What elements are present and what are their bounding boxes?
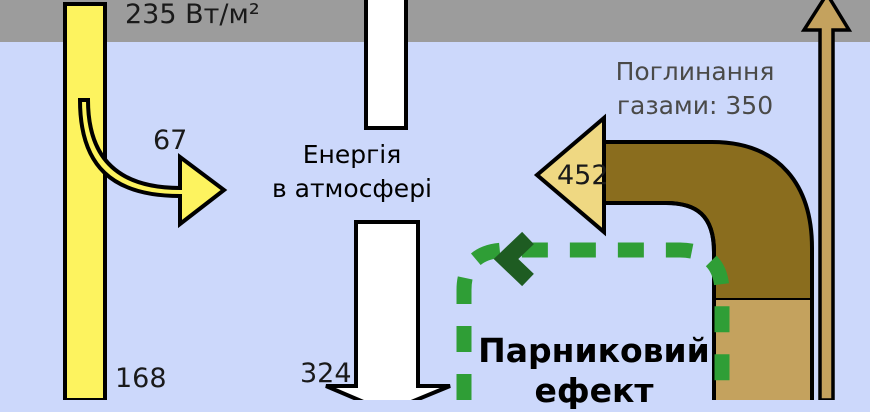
- gas-absorption-line1: Поглинання: [615, 57, 775, 86]
- solar-absorbed-arrow-67: [77, 98, 228, 229]
- label-67: 67: [153, 125, 188, 156]
- greenhouse-band-light-outline: [604, 201, 716, 400]
- atmosphere-energy-label: Енергія в атмосфері: [252, 138, 452, 206]
- gas-absorption-line2: газами: 350: [616, 90, 774, 120]
- greenhouse-effect-label: Парниковий ефект: [466, 331, 722, 412]
- label-168: 168: [115, 363, 167, 394]
- greenhouse-effect-line2: ефект: [534, 371, 654, 411]
- greenhouse-effect-line1: Парниковий: [478, 331, 710, 370]
- space-band: [0, 0, 870, 42]
- atmosphere-emission-beam-upper: [364, 0, 408, 130]
- back-radiation-arrow-324: [325, 220, 451, 400]
- label-452: 452: [557, 160, 609, 191]
- label-324: 324: [300, 358, 352, 389]
- outgoing-longwave-arrow: [800, 0, 853, 400]
- atmosphere-energy-line1: Енергія: [302, 140, 402, 169]
- greenhouse-reemission-band-light: [604, 203, 812, 400]
- greenhouse-effect-dashed-loop: [456, 242, 730, 400]
- incoming-solar-beam: [63, 2, 107, 400]
- units-label: 235 Вт/м²: [125, 0, 260, 30]
- atmosphere-energy-line2: в атмосфері: [271, 173, 433, 203]
- energy-budget-svg: [0, 0, 870, 400]
- gas-absorption-label: Поглинання газами: 350: [595, 55, 795, 123]
- greenhouse-loop-arrowhead-icon: [493, 231, 534, 287]
